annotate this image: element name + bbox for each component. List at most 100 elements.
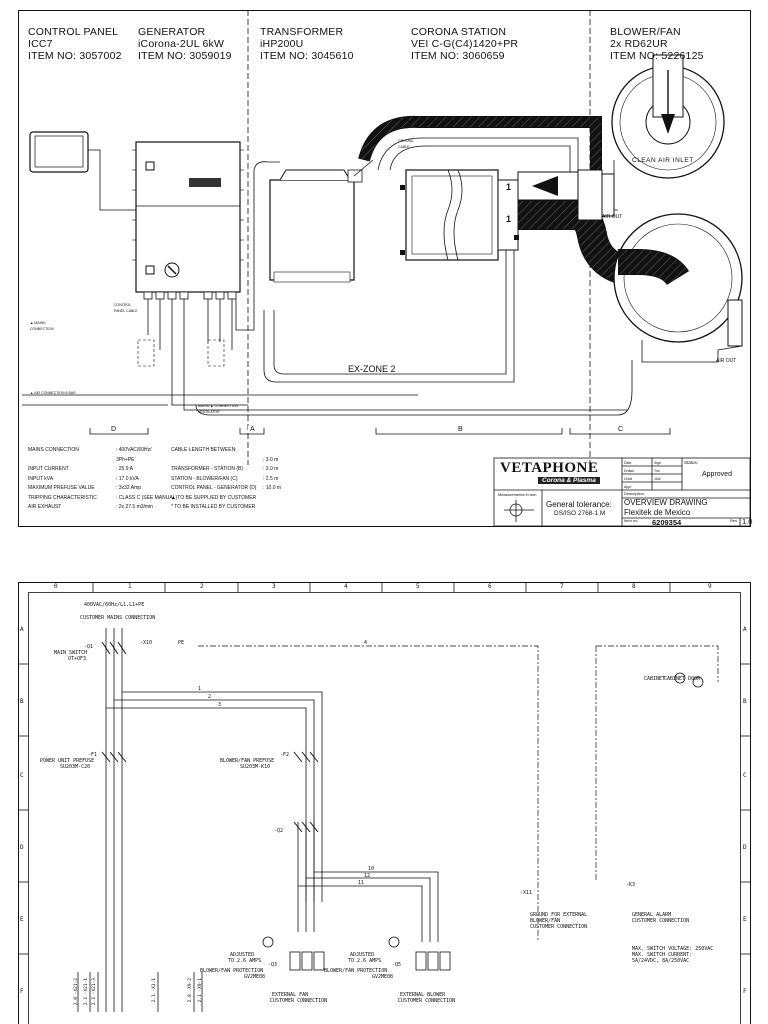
schematic-drawing: 0 1 2 3 4 5 6 7 8 9 A B C D E F A B C D … (18, 582, 751, 1024)
spec-value: : 3.0 m (263, 456, 279, 463)
blower-protection-label: BLOWER/FAN PROTECTION (324, 968, 388, 974)
tolerance-standard: DS/ISO 2768-1 M (554, 510, 606, 517)
row-label: Date (624, 461, 632, 465)
terminal-label: 2.1 -X1:1 (152, 978, 157, 1003)
spec-value: : 10.0 m (263, 485, 282, 491)
tolerance-label: General tolerance: (546, 500, 612, 509)
header-title: GENERATOR (138, 26, 206, 38)
protection-relays (262, 672, 704, 971)
x11-label: -X11 (520, 890, 533, 896)
revision-label: Rev. (730, 518, 738, 523)
header-item: ITEM NO: 3045610 (260, 50, 354, 62)
column-labels: 0 1 2 3 4 5 6 7 8 9 (18, 582, 751, 592)
adjusted-label: ADJUSTED (350, 952, 375, 958)
cabinet-door-label: CABINET DOOR (664, 676, 701, 682)
spec-key: INPUT kVA (28, 475, 54, 482)
spec-key: STATION - BLOWER/FAN (C) (171, 475, 238, 482)
overview-drawing: CONTROL PANEL ICC7 ITEM NO: 3057002 GENE… (18, 10, 752, 527)
k3-label: -K3 (626, 882, 636, 888)
cabinet-label: CABINET (644, 676, 666, 682)
spec-value: 3Ph+PE (116, 456, 135, 463)
row-label: A (20, 626, 24, 633)
adjusted-value: TO 2.6 AMPS (348, 958, 382, 964)
column-label: 6 (488, 583, 492, 590)
wire-number: 3 (218, 702, 222, 708)
header-title: CORONA STATION (411, 26, 507, 38)
main-switch-label: MAIN SWITCH (54, 650, 88, 656)
main-bus-lines (105, 628, 439, 1012)
column-label: 3 (272, 583, 276, 590)
row-label: C (743, 772, 747, 779)
terminal-label: 2.1 -X21-3 (92, 978, 97, 1006)
row-label: C (20, 772, 24, 779)
row-value: Tim (654, 469, 660, 473)
dimension-a: A (248, 426, 257, 433)
pe-line (198, 645, 719, 942)
spec-key: CABLE LENGTH BETWEEN: (171, 447, 237, 453)
switch-symbols (101, 641, 319, 833)
generator-logo: VETAPHONE (190, 175, 212, 179)
header-model: VEI C-G(C4)1420+PR (411, 38, 519, 50)
row-label: B (743, 698, 747, 705)
external-blower-label: EXTERNAL BLOWER (400, 992, 446, 998)
header-blower-fan: BLOWER/FAN 2x RD62UR ITEM NO: 5226125 (610, 26, 704, 62)
terminal-label: 2.1 -X21-1 (84, 978, 89, 1006)
hv-cable-label: HV CABLE + AIR PRESSURE TUBE (396, 119, 454, 123)
main-switch-type: OT+OF3 (68, 656, 87, 662)
header-model: iCorona-2UL 6kW (138, 38, 225, 50)
row-label: F (743, 988, 747, 995)
wire-number: 12 (364, 873, 371, 879)
f1-label: -F1 (88, 752, 98, 758)
clean-air-inlet-label: CLEAN AIR INLET (632, 157, 694, 164)
column-label: 8 (632, 583, 636, 590)
general-alarm-label: GENERAL ALARM (632, 912, 672, 918)
row-label: D (743, 844, 747, 851)
column-label: 7 (560, 583, 564, 590)
header-model: iHP200U (260, 38, 304, 50)
customer-mains-label: CUSTOMER MAINS CONNECTION (80, 615, 156, 621)
row-label: E (20, 916, 24, 923)
schematic-frame (18, 582, 751, 1024)
header-control-panel: CONTROL PANEL ICC7 ITEM NO: 3057002 (28, 26, 122, 62)
pe-label: PE (178, 640, 185, 646)
row-value: Sign (654, 461, 662, 465)
ground-external-sub: BLOWER/FAN (530, 918, 561, 924)
status-value: Approved (702, 471, 732, 478)
column-label: 2 (200, 583, 204, 590)
column-label: 0 (54, 583, 58, 590)
blower-prefuse-type: SU203M-K10 (240, 764, 271, 770)
max-current-label: MAX. SWITCH CURRENT: (632, 952, 693, 958)
blower-fan-lower (613, 213, 743, 363)
adjusted-value: TO 2.6 AMPS (228, 958, 262, 964)
wire-number: 4 (364, 640, 368, 646)
q2-label: -Q2 (274, 828, 284, 834)
power-prefuse-type: SU203M-C20 (60, 764, 91, 770)
air-duct-upper (517, 169, 615, 221)
q1-label: -Q1 (84, 644, 94, 650)
header-item: ITEM NO: 3059019 (138, 50, 232, 62)
terminal-label: 2.1 -X9-1 (198, 978, 203, 1003)
spec-value: : 3x32 Amp (116, 485, 142, 491)
spec-value: : 400VAC/60Hz/ (116, 447, 152, 453)
row-label: A (743, 626, 747, 633)
header-item: ITEM NO: 3057002 (28, 50, 122, 62)
f2-label: -F2 (280, 752, 290, 758)
spec-value: : 17.0 kVA (116, 475, 139, 482)
company-subtitle: Corona & Plasma (538, 477, 600, 484)
hv-cable-duct (358, 115, 602, 188)
spec-value: : 2.5 m (263, 475, 279, 482)
row-label: F (20, 988, 24, 995)
description-label: Description (624, 491, 645, 496)
header-transformer: TRANSFORMER iHP200U ITEM NO: 3045610 (260, 26, 354, 62)
drawing-number: 6209354 (652, 518, 682, 527)
gv2-label: GV2ME08 (244, 974, 266, 980)
mains-ventilator-label: MAINS ▲ CONNECTION VENTILATOR (198, 404, 239, 414)
generator-cabinet (132, 141, 628, 411)
q5-label: -Q5 (392, 962, 402, 968)
header-title: BLOWER/FAN (610, 26, 681, 38)
item-label: Item no. (624, 518, 639, 523)
ground-external-sub: CUSTOMER CONNECTION (530, 924, 588, 930)
control-panel-monitor (29, 131, 136, 211)
header-generator: GENERATOR iCorona-2UL 6kW ITEM NO: 30590… (138, 26, 232, 62)
